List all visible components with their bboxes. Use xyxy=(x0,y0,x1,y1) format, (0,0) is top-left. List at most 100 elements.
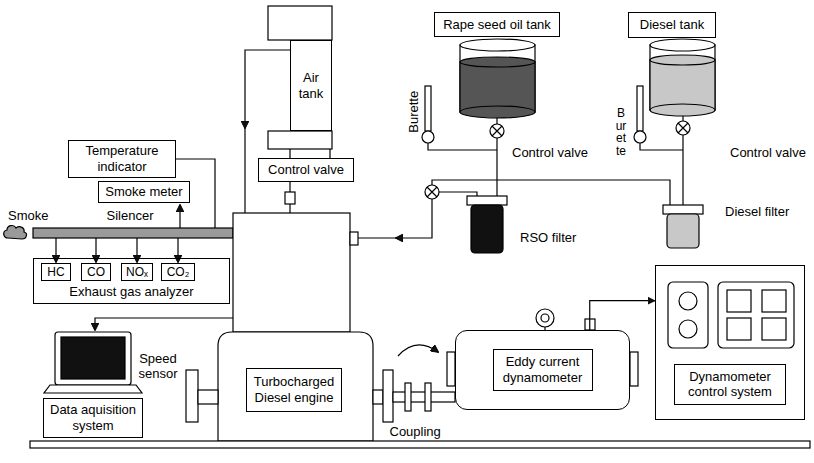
gas-box: NOₓ xyxy=(121,263,153,281)
burette-tube xyxy=(425,86,431,131)
air-line xyxy=(245,50,290,128)
meter-dial xyxy=(679,320,697,338)
control-panel: Dynamometer control system xyxy=(655,265,805,420)
gas-box: HC xyxy=(41,263,71,281)
rotation-arrow xyxy=(398,345,438,356)
rso-liquid-top xyxy=(460,57,535,67)
speed-sensor-disc xyxy=(186,370,198,422)
indicator-box: Temperature indicator xyxy=(68,140,176,178)
shaft xyxy=(198,390,218,404)
laptop-screen xyxy=(55,332,131,385)
display xyxy=(762,290,786,312)
node-text: NOₓ xyxy=(126,265,148,279)
burette-line xyxy=(640,143,683,150)
connector xyxy=(590,301,655,330)
valve-symbol xyxy=(425,185,439,199)
fuel-line xyxy=(432,180,670,205)
display-panel xyxy=(718,282,794,348)
diesel-tank-top xyxy=(650,39,715,51)
test-bed xyxy=(30,441,810,448)
gauge-dial xyxy=(541,314,549,322)
dyno-flange xyxy=(630,352,638,386)
gas-box: CO xyxy=(81,263,111,281)
air-tank: Air tank xyxy=(290,40,332,131)
node-text: Diesel tank xyxy=(640,17,704,33)
gas-box: CO₂ xyxy=(161,263,195,281)
tank-label-box: Rape seed oil tank xyxy=(434,12,560,37)
fuel-line xyxy=(396,199,432,238)
valve-symbol xyxy=(676,121,690,135)
shaft xyxy=(373,390,383,404)
air-line xyxy=(244,128,245,213)
air-tank-base xyxy=(268,131,332,149)
part-label: Diesel filter xyxy=(725,204,789,220)
filter-cap xyxy=(467,196,507,205)
diesel-tank-bottom xyxy=(650,104,715,116)
part-label: Coupling xyxy=(390,424,441,440)
signal-arrow xyxy=(95,318,233,330)
node-text: CO xyxy=(87,265,105,279)
dynamometer: Eddy current dynamometer xyxy=(455,330,630,410)
valve-symbol xyxy=(490,124,504,138)
node-text: HC xyxy=(47,265,64,279)
node-text: Data aquisition system xyxy=(48,402,138,433)
node-text: Dynamometer control system xyxy=(674,364,786,405)
meter-dial xyxy=(679,292,697,310)
node-text: CO₂ xyxy=(167,265,190,279)
diesel-liquid xyxy=(650,60,715,110)
sensor-arrow xyxy=(179,205,180,228)
filter-cap xyxy=(663,205,703,214)
acquisition-box: Data aquisition system xyxy=(43,398,143,438)
display xyxy=(727,290,751,312)
part-label: Burette xyxy=(615,107,627,157)
air-tank-top xyxy=(268,6,332,40)
node-text: Eddy current dynamometer xyxy=(493,349,593,390)
engine-block xyxy=(218,332,373,441)
node-text: Smoke meter xyxy=(105,184,182,200)
gauge xyxy=(536,309,554,327)
burette-valve xyxy=(634,131,646,143)
fuel-line xyxy=(358,237,396,238)
display xyxy=(727,318,751,340)
dyno-flange xyxy=(447,352,455,386)
display xyxy=(762,318,786,340)
engine-box: Turbocharged Diesel engine xyxy=(246,368,342,412)
flange xyxy=(383,370,393,422)
valve-cross xyxy=(678,123,688,133)
part-label: Smoke xyxy=(8,208,48,224)
part-label: RSO filter xyxy=(520,230,576,246)
diesel-liquid-top xyxy=(650,55,715,65)
part-label: Speed sensor xyxy=(134,351,182,382)
rso-tank-top xyxy=(460,39,535,51)
node-text: Turbocharged Diesel engine xyxy=(251,374,337,405)
coupling-disc xyxy=(425,383,431,411)
rso-tank xyxy=(460,45,535,112)
shaft xyxy=(393,392,455,402)
tank-label-box: Diesel tank xyxy=(628,12,716,38)
smoke-meter-box: Smoke meter xyxy=(98,181,190,203)
valve-cross xyxy=(427,187,437,197)
part-label: Burette xyxy=(406,91,422,133)
engine-head xyxy=(233,213,350,332)
meter-panel xyxy=(668,282,708,348)
exhaust-pipe xyxy=(33,228,233,238)
injector-port xyxy=(350,232,358,245)
rso-liquid xyxy=(460,62,535,112)
valve-body xyxy=(285,192,295,204)
air-tank-support xyxy=(290,149,330,158)
laptop-base xyxy=(44,385,142,393)
part-label: Control valve xyxy=(512,145,588,161)
smoke-cloud xyxy=(4,226,27,239)
burette-line xyxy=(428,143,497,150)
valve-cross xyxy=(492,126,502,136)
control-valve-box: Control valve xyxy=(258,158,354,182)
burette-valve xyxy=(422,131,434,143)
diesel-tank xyxy=(650,45,715,110)
part-label: Silencer xyxy=(107,208,154,224)
node-text: Control valve xyxy=(268,162,344,178)
part-label: Control valve xyxy=(730,145,806,161)
rso-tank-bottom xyxy=(460,106,535,118)
coupling-disc xyxy=(405,383,411,411)
node-text: Temperature indicator xyxy=(73,143,171,174)
node-text: Air tank xyxy=(295,70,327,101)
